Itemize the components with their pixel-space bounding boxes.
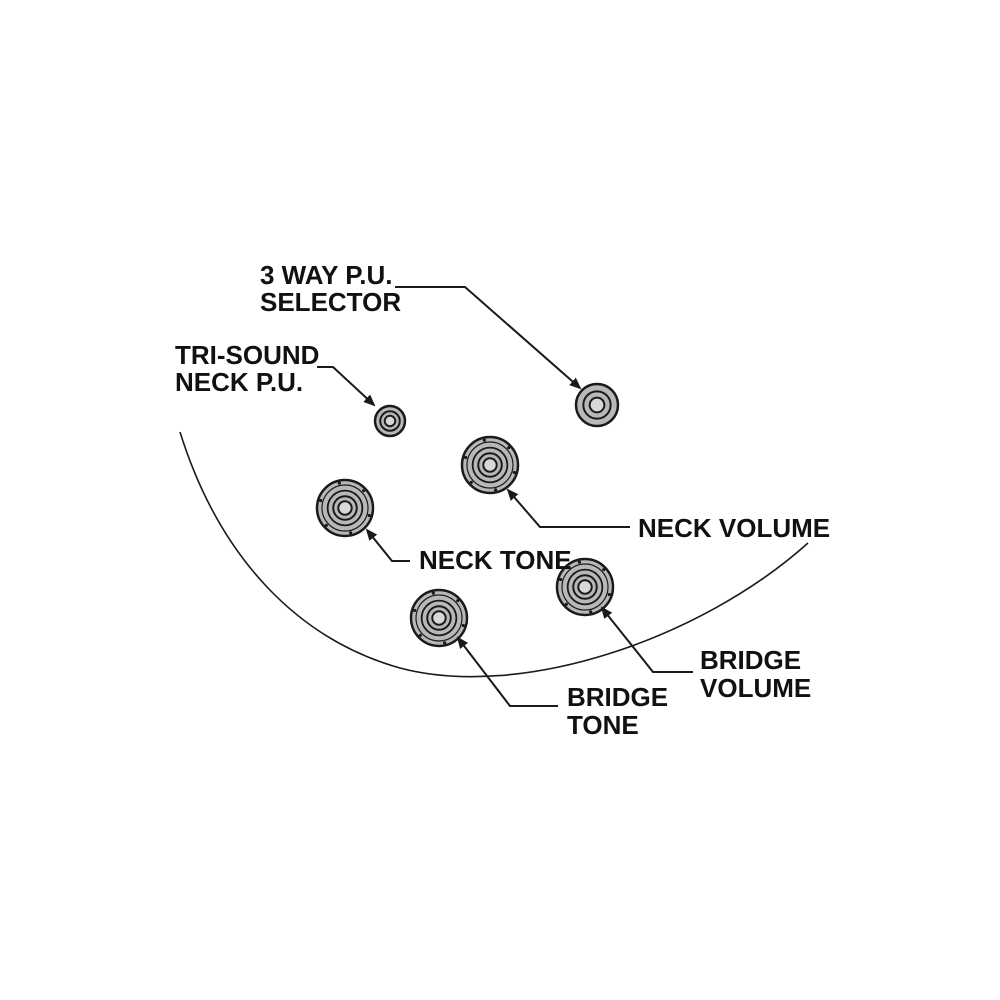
- label-bridge-volume-line2: VOLUME: [700, 673, 811, 703]
- leader-trisound: [317, 366, 376, 407]
- leader-neck-tone: [365, 528, 410, 562]
- bridge-tone-knob-icon: [409, 588, 469, 648]
- selector-switch-icon: [574, 382, 620, 428]
- label-neck-tone: NECK TONE: [419, 545, 572, 575]
- label-selector-line1: 3 WAY P.U.: [260, 260, 393, 290]
- leader-bridge-volume: [600, 606, 693, 673]
- leader-neck-volume: [506, 488, 630, 528]
- neck-volume-knob-icon: [460, 435, 520, 495]
- label-selector-line2: SELECTOR: [260, 287, 401, 317]
- label-bridge-tone-line2: TONE: [567, 710, 639, 740]
- bridge-volume-knob-icon: [555, 557, 615, 617]
- trisound-switch-icon: [373, 404, 407, 438]
- neck-tone-knob-icon: [315, 478, 375, 538]
- label-trisound-line1: TRI-SOUND: [175, 340, 319, 370]
- leader-lines: [317, 286, 693, 707]
- callout-labels: 3 WAY P.U. SELECTOR TRI-SOUND NECK P.U. …: [175, 260, 830, 740]
- guitar-body-outline: [179, 431, 809, 678]
- leader-bridge-tone: [456, 636, 558, 707]
- label-bridge-tone-line1: BRIDGE: [567, 682, 668, 712]
- label-neck-volume: NECK VOLUME: [638, 513, 830, 543]
- label-bridge-volume-line1: BRIDGE: [700, 645, 801, 675]
- leader-selector: [395, 286, 582, 390]
- controls-group: [315, 382, 620, 648]
- label-trisound-line2: NECK P.U.: [175, 367, 303, 397]
